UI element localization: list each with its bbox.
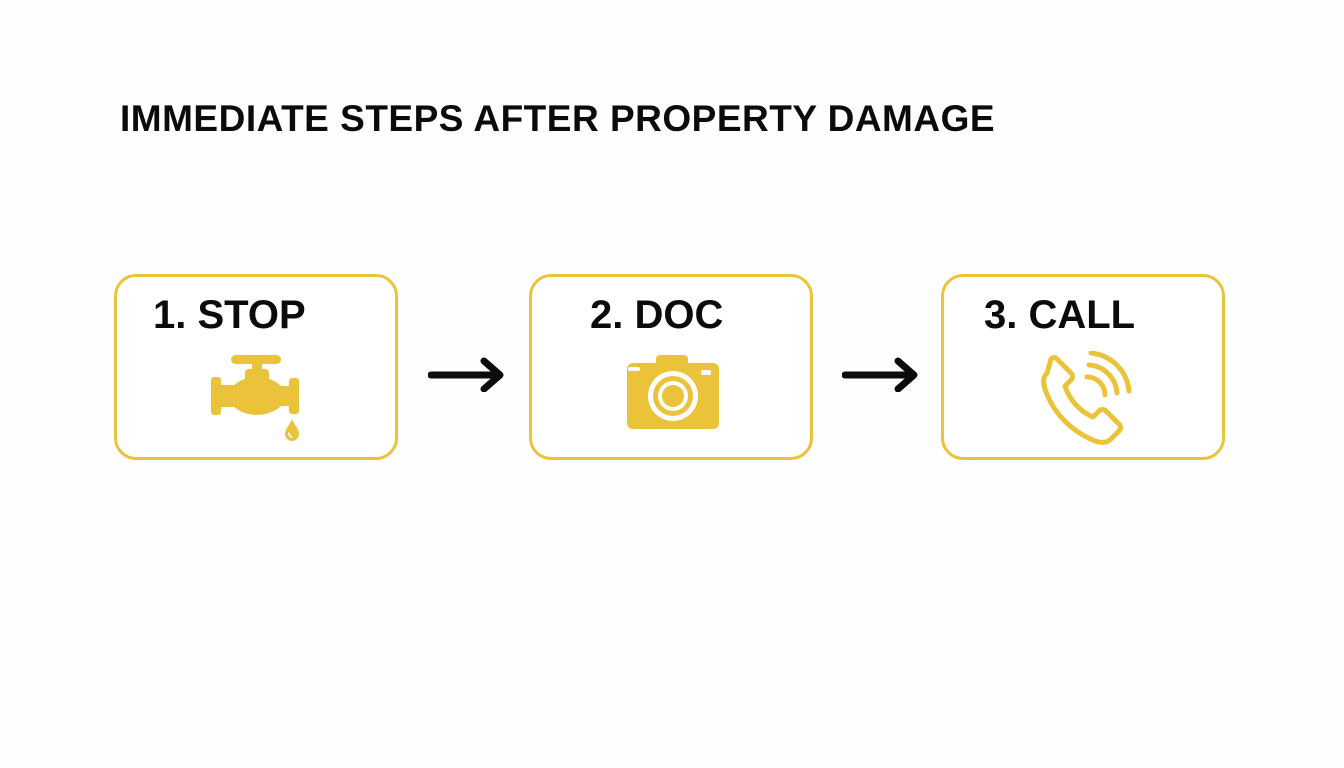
- diagram-title: IMMEDIATE STEPS AFTER PROPERTY DAMAGE: [120, 98, 996, 139]
- step-card-doc: 2. DOC: [529, 274, 813, 460]
- phone-call-icon: [1041, 351, 1132, 445]
- step-card-call: 3. CALL: [941, 274, 1225, 460]
- step-card-stop: 1. STOP: [114, 274, 398, 460]
- camera-icon: [627, 355, 719, 429]
- right-arrow-icon: [428, 357, 504, 392]
- step-label: 2. DOC: [590, 293, 724, 337]
- right-arrow-icon: [842, 357, 918, 392]
- step-label: 1. STOP: [153, 293, 306, 337]
- step-label: 3. CALL: [984, 293, 1136, 337]
- water-faucet-icon: [211, 355, 299, 441]
